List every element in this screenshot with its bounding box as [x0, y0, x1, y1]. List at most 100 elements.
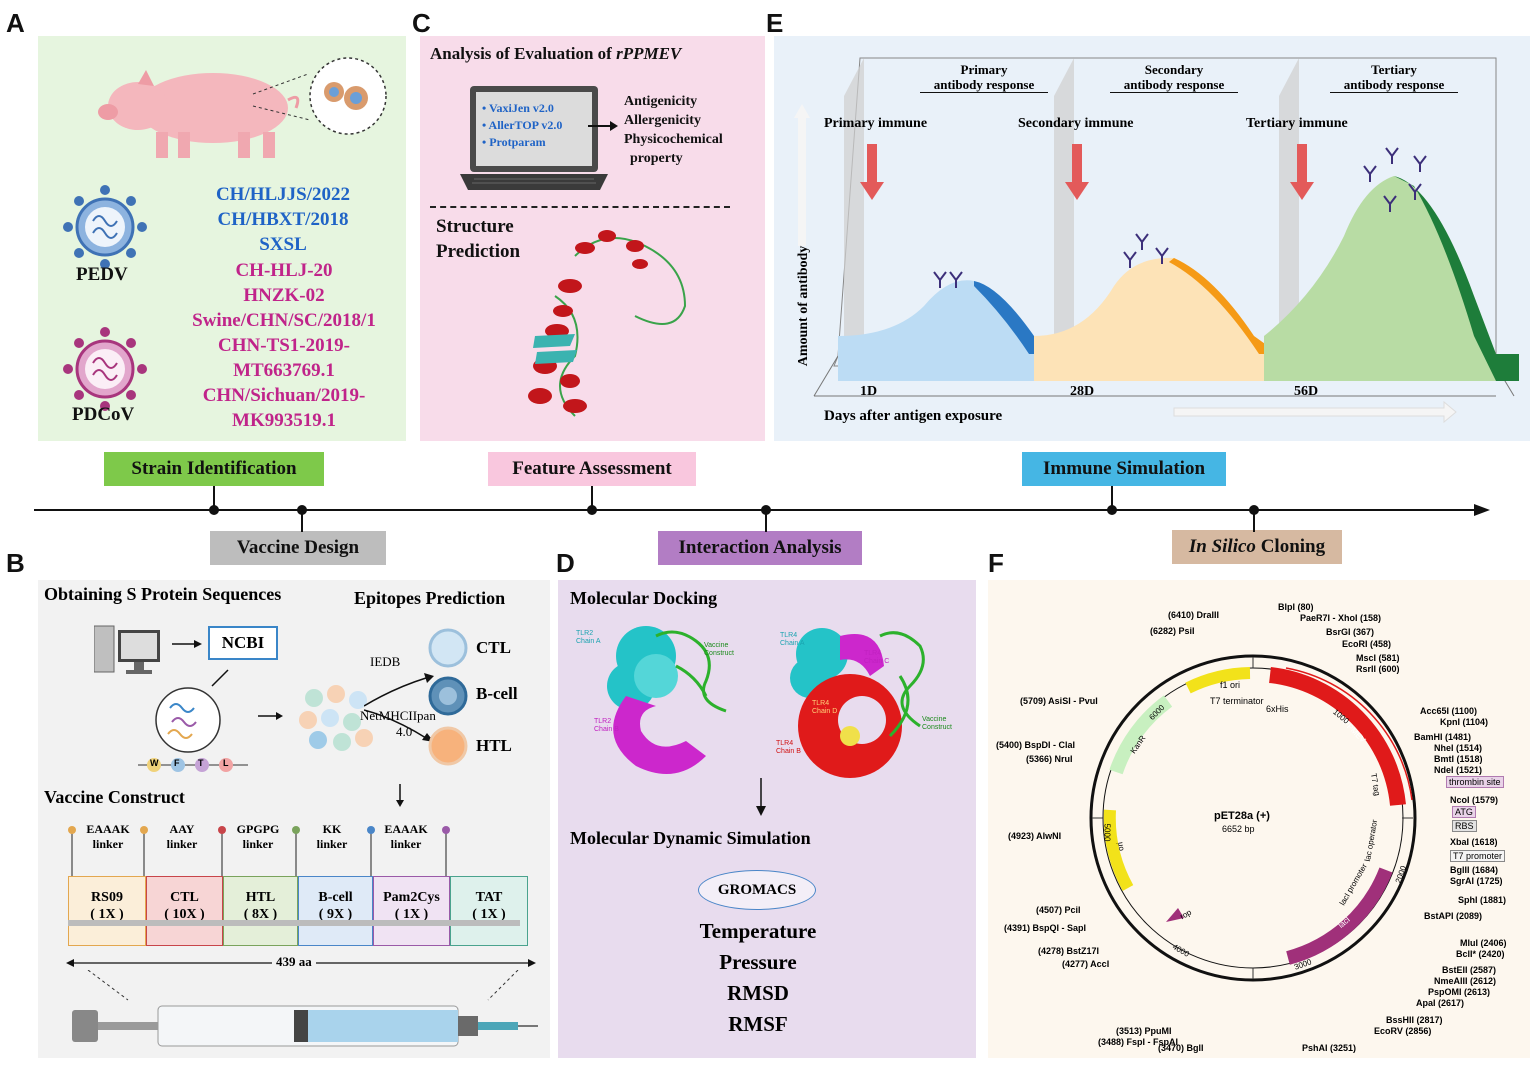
pdcov-label: PDCoV	[72, 404, 135, 425]
restriction-site-label: (4391) BspQI - SapI	[1004, 923, 1087, 933]
timeline-axis	[34, 486, 1490, 532]
panel-a: PEDV PDCoV CH/HLJJS/2022 CH/HBXT/2018 SX…	[38, 36, 406, 441]
sites-top: BlpI (80)PaeR7I - XhoI (158)BsrGI (367)E…	[988, 580, 1530, 1058]
dashed-divider	[430, 206, 730, 208]
panel-c-title: Analysis of Evaluation of rPPMEV	[430, 44, 682, 63]
epitope-arrows	[364, 673, 434, 742]
tag-in-silico-cloning: In Silico Cloning	[1172, 530, 1342, 564]
restriction-site-label: NheI (1514)	[1434, 743, 1483, 753]
restriction-site-label: BclI* (2420)	[1456, 949, 1505, 959]
primary-response-label: Primary antibody response	[933, 62, 1035, 92]
laptop-icon	[460, 86, 608, 190]
tag-immune-simulation: Immune Simulation	[1022, 452, 1226, 486]
restriction-site-label: BssHII (2817)	[1386, 1015, 1443, 1025]
arrow-down-icon	[756, 778, 766, 816]
gromacs-ellipse: GROMACS	[698, 870, 816, 910]
box-atg: ATG	[1452, 806, 1476, 818]
sites-right: Acc65I (1100)KpnI (1104) BamHI (1481)NheI…	[988, 580, 1530, 1058]
tag-vaccine-design: Vaccine Design	[210, 531, 386, 565]
tlr4-vaccine-label: Vaccine Construct	[922, 716, 952, 731]
feature-t7-terminator: T7 terminator	[1210, 696, 1264, 706]
restriction-site-label: (5400) BspDI - ClaI	[996, 740, 1076, 750]
restriction-site-label: (3513) PpuMI	[1116, 1026, 1172, 1036]
linker-label: AAY linker	[166, 822, 198, 851]
tag-strain-identification: Strain Identification	[104, 452, 324, 486]
restriction-site-label: NcoI (1579)	[1450, 795, 1499, 805]
restriction-site-label: BstAPI (2089)	[1424, 911, 1483, 921]
restriction-site-label: BstEII (2587)	[1442, 965, 1497, 975]
metric-item: Pressure	[719, 950, 797, 974]
construct-arrow	[68, 920, 520, 926]
panel-d: Molecular Docking TLR2 Chain A Vaccine C…	[558, 580, 976, 1058]
strain-item: CH/HLJJS/2022	[215, 184, 351, 205]
arrow-right-icon	[172, 640, 202, 648]
panel-f: pET28a (+) 6652 bp (6410) DraIII (6282) P…	[988, 580, 1530, 1058]
restriction-site-label: EcoRI (458)	[1342, 639, 1392, 649]
tool-item: • VaxiJen v2.0	[482, 101, 554, 115]
panel-b-title-sequences: Obtaining S Protein Sequences	[44, 584, 282, 604]
arrow-right-icon	[588, 121, 618, 131]
vaccine-construct-title: Vaccine Construct	[44, 787, 185, 807]
underline	[1330, 92, 1458, 93]
sequence-flow-icons	[138, 669, 283, 772]
feature-6xhis: 6xHis	[1266, 704, 1289, 714]
secondary-response-label: Secondary antibody response	[1123, 62, 1225, 92]
cell-bcell-label: B-cell	[476, 684, 518, 703]
restriction-site-label: (5366) NruI	[1026, 754, 1073, 764]
tool-item: • AllerTOP v2.0	[482, 118, 563, 132]
restriction-site-label: KpnI (1104)	[1440, 717, 1489, 727]
underline	[920, 92, 1048, 93]
evaluation-outputs: Antigenicity Allergenicity Physicochemic…	[624, 94, 723, 166]
strain-item: CH/HBXT/2018	[217, 209, 349, 230]
restriction-site-label: SgrAI (1725)	[1450, 876, 1503, 886]
antibody-response-chart	[794, 57, 1519, 424]
metric-item: RMSF	[728, 1012, 788, 1036]
linker-label: EAAAK linker	[86, 822, 130, 851]
restriction-site-label: Acc65I (1100)	[1420, 706, 1478, 716]
restriction-site-label: PaeR7I - XhoI (158)	[1300, 613, 1382, 623]
syringe-icon	[72, 970, 538, 1047]
linker-label: GPGPG linker	[236, 822, 280, 851]
restriction-site-label: EcoRV (2856)	[1374, 1026, 1432, 1036]
strain-item: CH-HLJ-20	[235, 260, 333, 281]
tertiary-immune-label: Tertiary immune	[1246, 116, 1348, 131]
panel-letter-f: F	[988, 548, 1004, 578]
restriction-site-label: MscI (581)	[1356, 653, 1400, 663]
md-simulation-title: Molecular Dynamic Simulation	[570, 828, 811, 848]
restriction-site-label: (6282) PsiI	[1150, 626, 1195, 636]
strain-item: CHN/Sichuan/2019-	[202, 385, 366, 406]
restriction-site-label: (3470) BglI	[1158, 1043, 1204, 1053]
tlr4-chain-c-label: TLR4 Chain C	[864, 650, 890, 665]
panel-b: Obtaining S Protein Sequences Epitopes P…	[38, 580, 550, 1058]
restriction-site-label: ApaI (2617)	[1416, 998, 1465, 1008]
restriction-site-label: (4923) AlwNI	[1008, 831, 1062, 841]
metric-item: Temperature	[699, 919, 817, 943]
restriction-site-label: BsrGI (367)	[1326, 627, 1375, 637]
panel-b-title-epitopes: Epitopes Prediction	[354, 588, 506, 608]
plasmid-name: pET28a (+)	[1214, 810, 1270, 822]
immune-cell-icons	[428, 628, 468, 766]
tag-feature-assessment: Feature Assessment	[488, 452, 696, 486]
tick-5000: 5000	[1102, 823, 1112, 842]
feature-f1-ori: f1 ori	[1220, 680, 1241, 690]
panel-letter-b: B	[6, 548, 25, 578]
protein-structure-icon	[528, 230, 687, 417]
pedv-label: PEDV	[76, 264, 128, 285]
red-arrow-icon	[860, 144, 1314, 200]
strain-item: HNZK-02	[243, 285, 325, 306]
iedb-label: IEDB	[370, 654, 401, 669]
x-axis-label: Days after antigen exposure	[824, 408, 1003, 424]
panel-letter-d: D	[556, 548, 575, 578]
tlr4-chain-a-label: TLR4 Chain A	[780, 632, 805, 647]
plasmid-size: 6652 bp	[1222, 824, 1255, 834]
tag-interaction-analysis: Interaction Analysis	[658, 531, 862, 565]
pdcov-strain-list: CH-HLJ-20 HNZK-02 Swine/CHN/SC/2018/1 CH…	[162, 258, 406, 433]
segment-ctl: CTL( 10X )	[146, 876, 223, 946]
restriction-site-label: (6410) DraIII	[1168, 610, 1220, 620]
restriction-site-label: XbaI (1618)	[1450, 837, 1498, 847]
epitope-cluster-icon	[299, 685, 373, 751]
restriction-site-label: BamHI (1481)	[1414, 732, 1472, 742]
segment-htl: HTL( 8X )	[223, 876, 298, 946]
antibody-icon	[933, 147, 1427, 288]
pedv-virus-icon	[63, 185, 147, 269]
